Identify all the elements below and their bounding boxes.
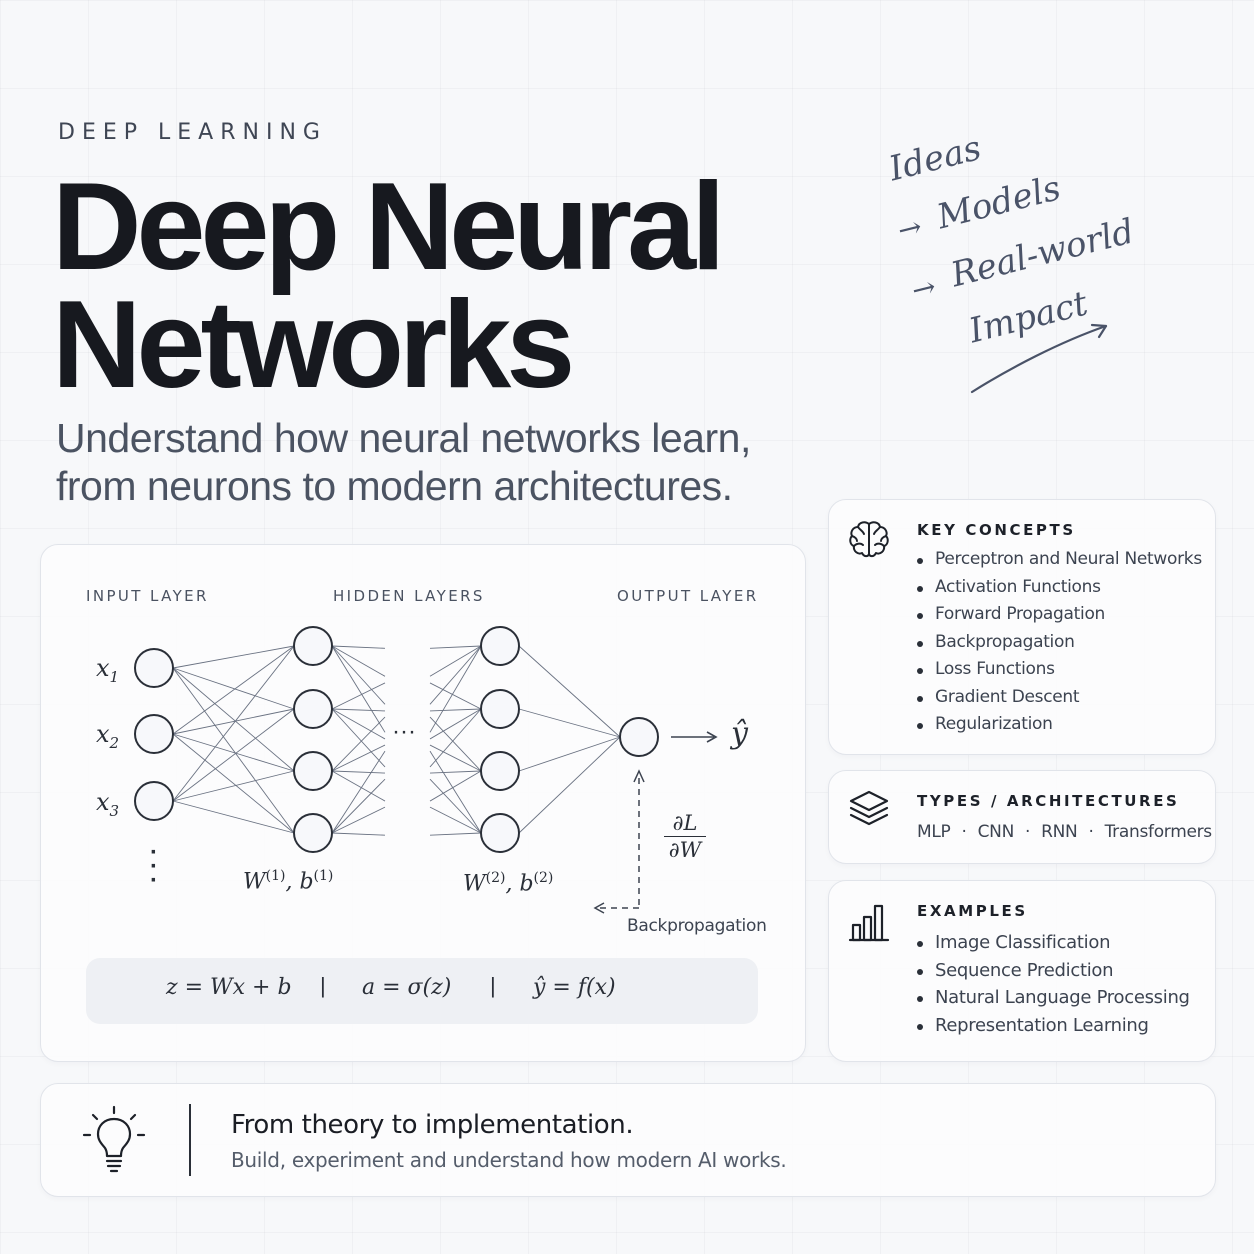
list-item: Loss Functions xyxy=(915,656,1202,684)
list-item: Forward Propagation xyxy=(915,601,1202,629)
lightbulb-icon xyxy=(82,1105,146,1173)
hand-word-ideas: Ideas xyxy=(885,128,986,190)
input-x1: x1 xyxy=(96,654,120,686)
examples-title: EXAMPLES xyxy=(917,902,1028,920)
hidden-layers-label: HIDDEN LAYERS xyxy=(333,587,485,605)
list-item: Backpropagation xyxy=(915,629,1202,657)
title-line-2: Networks xyxy=(52,276,575,414)
list-item: Image Classification xyxy=(915,929,1190,957)
hand-arrow-2: → xyxy=(908,269,940,308)
list-item: Gradient Descent xyxy=(915,684,1202,712)
layers-icon xyxy=(849,790,889,826)
formula-separator-1: | xyxy=(320,973,326,998)
type-separator: · xyxy=(961,822,967,842)
input-layer-label: INPUT LAYER xyxy=(86,587,209,605)
brain-icon xyxy=(849,521,889,558)
subtitle-line-2: from neurons to modern architectures. xyxy=(56,463,733,509)
weights-1-label: W(1), b(1) xyxy=(243,868,334,895)
type-cnn: CNN xyxy=(977,822,1015,842)
input-x2: x2 xyxy=(96,720,120,752)
formula-bar xyxy=(86,958,758,1024)
page-subtitle: Understand how neural networks learn, fr… xyxy=(56,414,846,510)
formula-output: ŷ = f(x) xyxy=(533,975,616,1000)
footer-banner: From theory to implementation. Build, ex… xyxy=(40,1083,1216,1197)
footer-divider xyxy=(189,1104,191,1176)
formula-activation: a = σ(z) xyxy=(362,975,452,1000)
examples-list: Image Classification Sequence Prediction… xyxy=(915,929,1190,1039)
types-card: TYPES / ARCHITECTURES MLP · CNN · RNN · Transf… xyxy=(828,770,1216,864)
input-x3: x3 xyxy=(96,788,120,820)
list-item: Natural Language Processing xyxy=(915,984,1190,1012)
type-transformers: Transformers xyxy=(1104,822,1213,842)
eyebrow-label: DEEP LEARNING xyxy=(58,120,327,145)
output-y-hat: ŷ xyxy=(731,716,748,751)
footer-title: From theory to implementation. xyxy=(231,1110,634,1140)
bar-chart-icon xyxy=(848,904,890,942)
type-separator: · xyxy=(1025,822,1031,842)
key-concepts-title: KEY CONCEPTS xyxy=(917,521,1076,539)
list-item: Regularization xyxy=(915,711,1202,739)
weights-2-label: W(2), b(2) xyxy=(463,870,554,897)
examples-card: EXAMPLES Image Classification Sequence P… xyxy=(828,880,1216,1062)
formula-linear: z = Wx + b xyxy=(166,975,292,1000)
output-layer-label: OUTPUT LAYER xyxy=(617,587,759,605)
types-title: TYPES / ARCHITECTURES xyxy=(917,792,1180,810)
list-item: Activation Functions xyxy=(915,574,1202,602)
key-concepts-list: Perceptron and Neural Networks Activatio… xyxy=(915,546,1202,739)
more-inputs-ellipsis: ··· xyxy=(150,839,158,894)
gradient-denominator: ∂W xyxy=(668,838,702,862)
footer-subtitle: Build, experiment and understand how mod… xyxy=(231,1148,787,1172)
type-rnn: RNN xyxy=(1041,822,1078,842)
formula-separator-2: | xyxy=(490,973,496,998)
type-mlp: MLP xyxy=(917,822,951,842)
type-separator: · xyxy=(1088,822,1094,842)
types-list: MLP · CNN · RNN · Transformers xyxy=(917,822,1212,842)
key-concepts-card: KEY CONCEPTS Perceptron and Neural Netwo… xyxy=(828,499,1216,755)
hand-arrow-1: → xyxy=(894,209,926,248)
page-title: Deep Neural Networks xyxy=(52,165,872,407)
list-item: Sequence Prediction xyxy=(915,957,1190,985)
list-item: Representation Learning xyxy=(915,1012,1190,1040)
title-line-1: Deep Neural xyxy=(52,158,726,296)
list-item: Perceptron and Neural Networks xyxy=(915,546,1202,574)
hand-underline-arrow-icon xyxy=(970,323,1108,394)
gradient-fraction: ∂L ∂W xyxy=(664,810,706,863)
gradient-numerator: ∂L xyxy=(664,810,706,837)
hand-word-models: Models xyxy=(933,168,1065,238)
subtitle-line-1: Understand how neural networks learn, xyxy=(56,415,751,461)
backpropagation-label: Backpropagation xyxy=(627,916,767,936)
hidden-ellipsis: ··· xyxy=(392,718,416,745)
